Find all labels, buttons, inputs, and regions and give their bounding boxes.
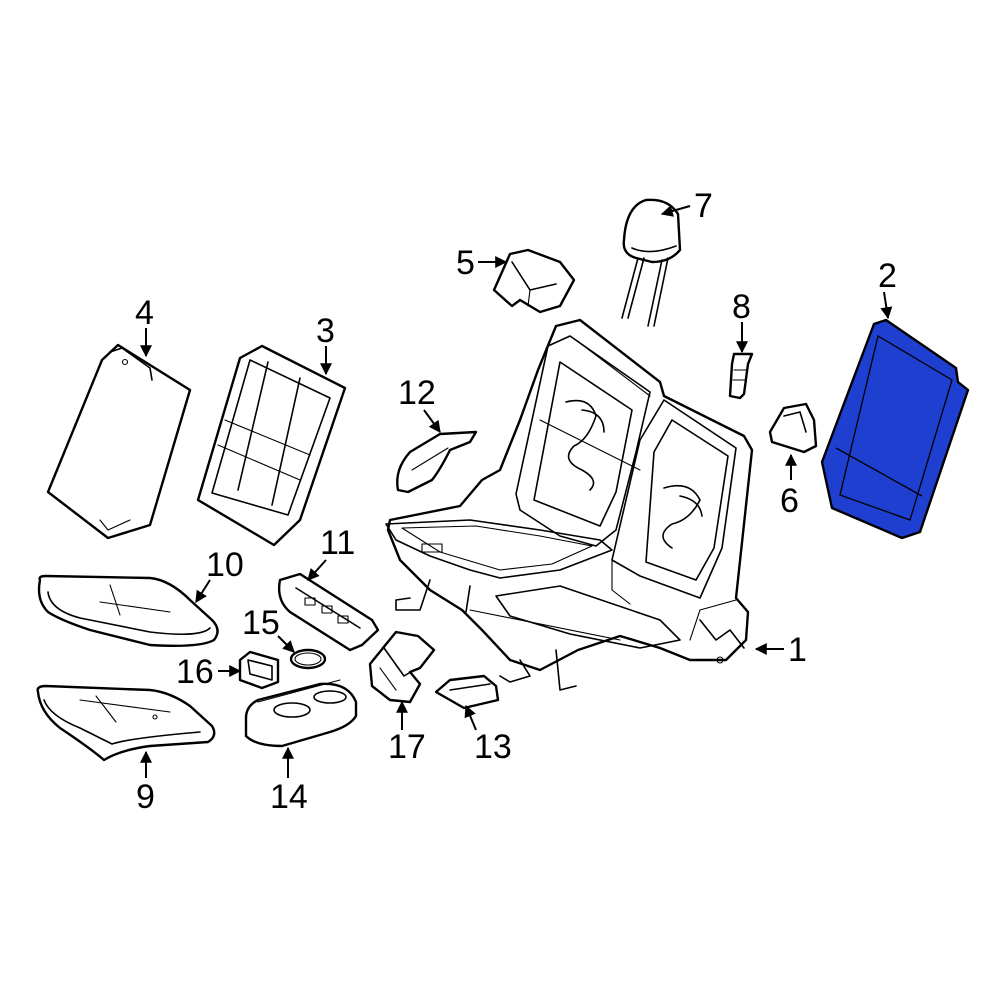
part-7-headrest[interactable] (621, 198, 682, 327)
leader-10 (195, 579, 211, 604)
part-8-guide[interactable] (728, 352, 754, 400)
part-17-support[interactable] (368, 630, 436, 704)
callout-11[interactable]: 11 (320, 524, 355, 562)
leader-11 (307, 559, 327, 581)
part-16-insert[interactable] (238, 650, 280, 690)
callout-16[interactable]: 16 (176, 653, 214, 691)
part-2-seat-back-panel[interactable] (820, 318, 970, 540)
leader-12 (423, 409, 441, 433)
leader-7 (660, 205, 691, 217)
part-13-cover[interactable] (434, 674, 500, 710)
part-4-seat-back-cover[interactable] (46, 343, 192, 540)
callout-2[interactable]: 2 (878, 257, 897, 295)
leader-13 (464, 704, 477, 731)
callout-17[interactable]: 17 (388, 728, 426, 766)
part-14-armrest[interactable] (244, 679, 358, 748)
part-1-seat-frame[interactable] (385, 318, 754, 691)
part-11-trim[interactable] (277, 572, 380, 652)
callout-4[interactable]: 4 (135, 294, 154, 332)
callout-8[interactable]: 8 (732, 288, 751, 326)
part-5-bracket[interactable] (492, 248, 576, 314)
callout-5[interactable]: 5 (456, 244, 475, 282)
leader-arrows (140, 205, 893, 778)
part-3-seat-back-pad[interactable] (196, 344, 347, 547)
callout-9[interactable]: 9 (136, 778, 155, 816)
part-15-ring[interactable] (289, 648, 327, 670)
callout-6[interactable]: 6 (780, 482, 799, 520)
leader-2 (880, 291, 893, 320)
callout-labels: 1 2 3 4 5 6 7 8 9 10 11 12 13 14 15 16 1… (135, 187, 897, 816)
callout-3[interactable]: 3 (316, 312, 335, 350)
callout-12[interactable]: 12 (398, 374, 436, 412)
part-9-cushion-pad[interactable] (36, 684, 216, 762)
callout-15[interactable]: 15 (242, 604, 280, 642)
callout-1[interactable]: 1 (788, 631, 807, 669)
callout-13[interactable]: 13 (474, 728, 512, 766)
callout-10[interactable]: 10 (206, 546, 244, 584)
callout-7[interactable]: 7 (694, 187, 713, 225)
part-10-cushion-cover[interactable] (37, 574, 219, 647)
callout-14[interactable]: 14 (270, 778, 308, 816)
part-12-side-cover[interactable] (396, 430, 478, 494)
part-6-bracket[interactable] (768, 402, 818, 454)
leader-15 (277, 635, 295, 653)
